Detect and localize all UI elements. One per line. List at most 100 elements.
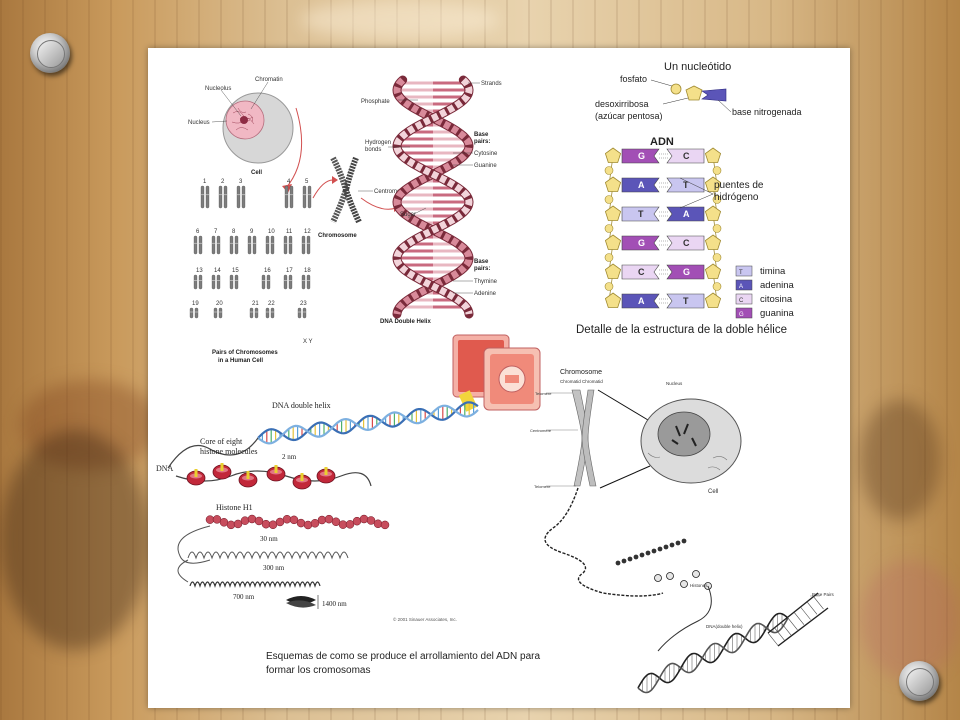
histone-h1-marker [194, 469, 198, 477]
base-letter-left: A [638, 180, 645, 190]
base-block-right [666, 177, 705, 193]
arrollamiento-caption-2: formar los cromosomas [266, 665, 370, 676]
background-stain [0, 430, 150, 650]
karyotype-number: 20 [216, 301, 223, 307]
nucleosome-bead [663, 544, 669, 550]
desoxirribosa-label: desoxirribosa [595, 99, 649, 109]
karyotype-number: 7 [214, 229, 218, 235]
karyotype-caption-1: Pairs of Chromosomes [212, 350, 278, 356]
karyotype-number: 13 [196, 268, 203, 274]
telomere-top-label: Telomere [535, 391, 552, 396]
background-stain [860, 400, 940, 520]
histones-label: Histones [690, 583, 708, 588]
clipboard-icon [452, 334, 541, 412]
sugar-pentagon [704, 263, 722, 279]
cell-caption: Cell [251, 170, 262, 176]
karyotype-caption-2: in a Human Cell [218, 358, 263, 364]
karyotype-number: 12 [304, 229, 311, 235]
adenine-label: Adenine [474, 291, 497, 297]
base-nitrogenada-label: base nitrogenada [732, 107, 802, 117]
karyotype-chromosome [236, 185, 241, 209]
karyotype-number: 11 [286, 229, 293, 235]
legend-swatch [735, 265, 753, 277]
nucleosome-bead [651, 548, 657, 554]
karyotype-chromosome [261, 274, 266, 290]
karyotype-number: 17 [286, 268, 293, 274]
base-block-left [621, 235, 660, 251]
sugar-pentagon [604, 234, 622, 250]
base-letter-left: G [638, 238, 645, 248]
hydrogen-bonds-label-2: bonds [365, 147, 381, 153]
fourteen-hundred-nm-label: 1400 nm [322, 600, 347, 608]
doble-helice-caption: Detalle de la estructura de la doble hél… [576, 324, 787, 336]
copyright-label: © 2001 Sinauer Associates, Inc. [393, 616, 457, 622]
two-nm-label: 2 nm [282, 453, 297, 461]
chromosome-cell-diagram: Chromosome Chromatid Chromatid Telomere … [530, 369, 742, 495]
nucleosome-bead [627, 556, 633, 562]
dna-label: DNA [156, 464, 174, 473]
base-letter-right: T [683, 296, 689, 306]
thymine-label: Thymine [474, 279, 498, 285]
histone-h1-marker [300, 473, 304, 481]
fosfato-label: fosfato [620, 74, 647, 84]
dna-double-helix-drawing [392, 75, 474, 319]
chromatin-packaging-drawing [167, 401, 479, 609]
dna-strand [637, 617, 789, 694]
histone-h1-marker [274, 465, 278, 473]
karyotype-chromosome [223, 185, 228, 209]
ladder-rung [780, 622, 792, 636]
helix-strand [393, 77, 473, 315]
karyotype-chromosome [288, 274, 293, 290]
telomere-bottom-label: Telomere [534, 484, 551, 489]
karyotype-chromosome [306, 274, 311, 290]
ladder-rung [787, 617, 798, 631]
strands-label: Strands [481, 81, 502, 87]
karyotype-chromosome [193, 274, 198, 290]
base-letter-right: C [683, 151, 690, 161]
adn-labels: puentes de hidrógeno [679, 177, 764, 209]
nucleosome-bead [657, 546, 663, 552]
karyotype-number: 2 [221, 179, 225, 185]
chromosome-title-label: Chromosome [560, 369, 602, 376]
cell-small-label: Cell [708, 489, 718, 495]
legend-letter: C [739, 298, 744, 304]
karyotype-chromosome [307, 185, 312, 209]
fiber-bead [310, 519, 320, 528]
karyotype-chromosome [283, 274, 288, 290]
adn-title: ADN [650, 136, 674, 148]
base-letter-left: C [638, 267, 645, 277]
puentes-label-1: puentes de [714, 180, 764, 191]
legend-swatch [735, 293, 753, 305]
dna-strand [257, 401, 479, 442]
karyotype-number: 22 [268, 301, 275, 307]
karyotype-chromosome [193, 235, 198, 255]
fiber-bead [345, 520, 355, 529]
base-block-left [621, 177, 660, 193]
fiber-bead [233, 519, 243, 529]
karyotype-chromosome [301, 235, 306, 255]
background-stain [20, 380, 160, 470]
karyotype-chromosome [218, 185, 223, 209]
ladder-rung [813, 596, 824, 610]
karyotype-number: 3 [239, 179, 243, 185]
puentes-label-2: hidrógeno [714, 192, 759, 203]
fiber-bead [296, 518, 306, 528]
karyotype-chromosome [301, 274, 306, 290]
chromosome-drawing: Centromere Chromosome [318, 156, 406, 239]
karyotype-chromosome [306, 235, 311, 255]
centromere-small-label: Centromere [530, 428, 552, 433]
sugar-pentagon [604, 263, 622, 279]
karyotype-chromosome [216, 274, 221, 290]
ladder-rung [793, 612, 805, 625]
karyotype-number: 10 [268, 229, 275, 235]
histone-bead [680, 580, 688, 588]
karyotype-number: 6 [196, 229, 200, 235]
karyotype-number: 9 [250, 229, 254, 235]
karyotype-number: 19 [192, 301, 199, 307]
karyotype-chromosome [194, 307, 199, 319]
base-letter-left: T [638, 209, 644, 219]
nucleosome-bead [621, 558, 627, 564]
legend-letter: T [739, 270, 743, 276]
legend-letter: A [739, 284, 743, 290]
